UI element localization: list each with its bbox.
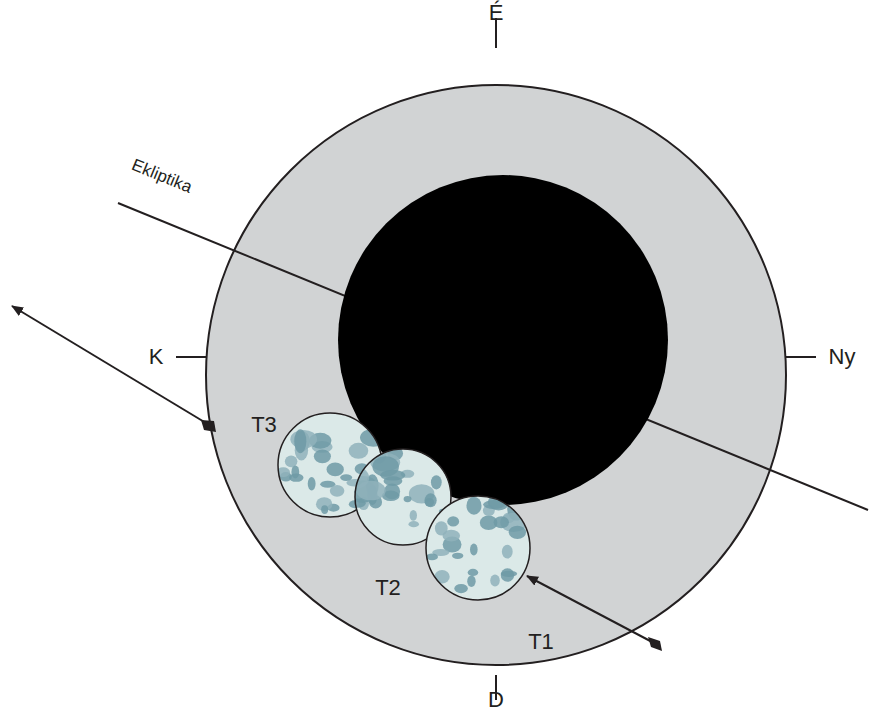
moon-mare: [409, 521, 419, 527]
moon-mare: [494, 516, 509, 528]
position-label: T3: [251, 414, 277, 436]
position-label: T1: [528, 631, 554, 653]
moon-mare: [349, 443, 369, 459]
moon-mare: [340, 474, 352, 481]
moon-mare: [294, 429, 306, 453]
arrow-tail: [648, 637, 662, 651]
arrow-tail: [201, 420, 216, 432]
moon: [426, 496, 530, 600]
direction-label: É: [489, 2, 504, 24]
moon-mare: [380, 470, 405, 481]
moon-mare: [425, 493, 437, 507]
moon-mare: [321, 505, 328, 514]
moon-mare: [452, 553, 463, 559]
moon: [355, 449, 451, 545]
tick: [786, 356, 816, 358]
moon-mare: [330, 485, 345, 497]
moon-mare: [468, 569, 479, 576]
direction-label: D: [488, 689, 504, 711]
moon-outline: [355, 449, 451, 545]
position-label: T2: [375, 577, 401, 599]
moon-mare: [314, 449, 331, 463]
moon-mare: [434, 570, 449, 583]
motion-arrow: [12, 306, 206, 423]
moon-mare: [360, 428, 386, 446]
moon-mare: [447, 516, 459, 526]
moon-mare: [327, 463, 344, 477]
moon-mare: [467, 575, 475, 587]
moon-mare: [502, 545, 513, 559]
moon-mare: [431, 475, 442, 489]
moon-mare: [466, 497, 481, 515]
moon-mare: [404, 496, 412, 502]
moon-mare: [308, 477, 316, 490]
moon-mare: [470, 544, 478, 556]
umbra: [338, 175, 668, 505]
moon-texture: [345, 443, 447, 528]
direction-label: K: [149, 346, 164, 368]
moon-group: [277, 413, 530, 600]
direction-label: Ny: [829, 346, 856, 368]
moon-mare: [509, 526, 526, 539]
moon-outline: [426, 496, 530, 600]
moon-mare: [490, 575, 500, 587]
ecliptic-label: Ekliptika: [129, 156, 194, 196]
moon-mare: [501, 568, 514, 582]
moon-mare: [454, 584, 468, 593]
tick: [176, 356, 206, 358]
moon-mare: [435, 521, 448, 535]
moon-mare: [356, 481, 385, 501]
moon-mare: [410, 510, 417, 521]
penumbra: [206, 85, 786, 665]
